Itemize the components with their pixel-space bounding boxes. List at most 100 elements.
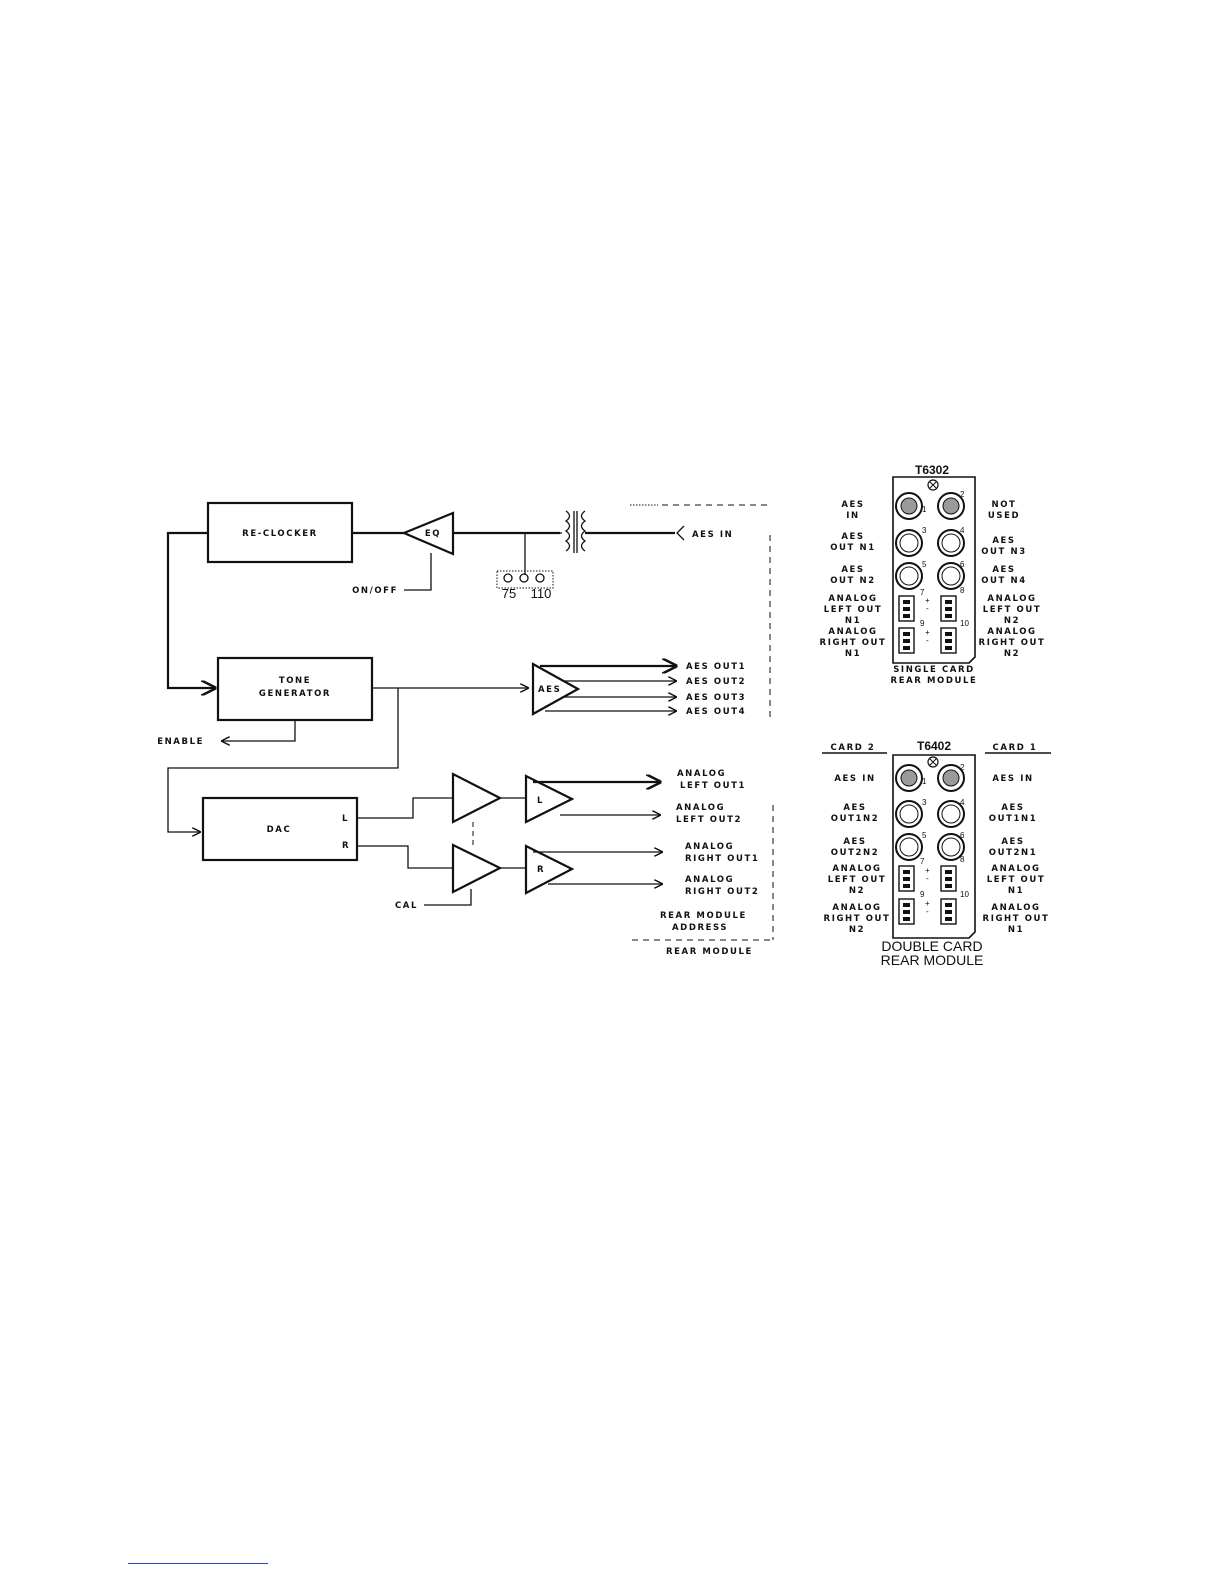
- aes-amplifier: AES: [531, 662, 581, 716]
- enable-wire: [222, 720, 296, 741]
- double-left-out1-b: OUT1N2: [831, 814, 879, 824]
- enable-label: ENABLE: [157, 737, 204, 747]
- double-caption-b: REAR MODULE: [881, 952, 984, 968]
- single-left-out1-a: AES: [841, 532, 864, 542]
- dac-l-label: L: [342, 814, 349, 824]
- double-card-model: T6402: [917, 739, 951, 753]
- on-off-wire: [404, 553, 432, 591]
- single-num-7: 7: [920, 588, 925, 597]
- single-left-out2-b: OUT N2: [830, 576, 876, 586]
- double-num-6: 6: [960, 831, 965, 840]
- double-num-1: 1: [922, 777, 927, 786]
- double-right-out2-b: OUT2N1: [989, 848, 1037, 858]
- single-num-2: 2: [960, 490, 965, 499]
- eq-amplifier: EQ: [401, 511, 455, 556]
- double-right-aleft-b: LEFT OUT: [987, 875, 1046, 885]
- on-off-label: ON/OFF: [352, 586, 398, 596]
- single-left-aleft-b: LEFT OUT: [824, 605, 883, 615]
- single-right-out4-a: AES: [992, 565, 1015, 575]
- double-right-aleft-c: N1: [1008, 886, 1024, 896]
- single-num-10: 10: [960, 619, 969, 628]
- pm-minus-4: -: [926, 907, 929, 916]
- double-right-out2-a: AES: [1001, 837, 1024, 847]
- aes-out1-label: AES OUT1: [686, 662, 746, 672]
- rear-module-label: REAR MODULE: [666, 947, 753, 957]
- analog-l1-label-a: ANALOG: [677, 769, 726, 779]
- reclocker-block: RE-CLOCKER: [206, 501, 354, 564]
- double-caption-a: DOUBLE CARD: [881, 938, 982, 954]
- tone-generator-block: TONE GENERATOR: [216, 656, 374, 722]
- double-left-aright-b: RIGHT OUT: [824, 914, 891, 924]
- aes-amp-label: AES: [538, 685, 561, 695]
- double-card1-label: CARD 1: [993, 743, 1038, 753]
- single-card-model: T6302: [915, 463, 949, 477]
- term-110-label: 110: [531, 586, 552, 601]
- dac-r-wire: [357, 845, 453, 869]
- double-right-out1-b: OUT1N1: [989, 814, 1037, 824]
- double-num-4: 4: [960, 798, 965, 807]
- analog-r2-label-b: RIGHT OUT2: [685, 887, 759, 897]
- single-left-aright-c: N1: [845, 649, 861, 659]
- single-card-panel: T6302 + - + - 1: [820, 463, 1046, 686]
- double-left-aleft-c: N2: [849, 886, 865, 896]
- double-left-aright-a: ANALOG: [832, 903, 881, 913]
- aes-out2-label: AES OUT2: [686, 677, 746, 687]
- double-right-aright-a: ANALOG: [991, 903, 1040, 913]
- double-num-5: 5: [922, 831, 927, 840]
- tone-dac-wire: [167, 688, 399, 832]
- aes-out3-label: AES OUT3: [686, 693, 746, 703]
- single-right-aright-b: RIGHT OUT: [979, 638, 1046, 648]
- termination-jumper: 75 110: [496, 533, 554, 601]
- aes-in-arrow: [676, 525, 685, 541]
- single-num-1: 1: [922, 505, 927, 514]
- term-75-label: 75: [502, 586, 516, 601]
- double-left-aleft-a: ANALOG: [832, 864, 881, 874]
- right-amp-label: R: [537, 865, 545, 875]
- single-num-4: 4: [960, 526, 965, 535]
- single-right-aleft-b: LEFT OUT: [983, 605, 1042, 615]
- left-amp-label: L: [537, 796, 544, 806]
- single-num-9: 9: [920, 619, 925, 628]
- double-left-aleft-b: LEFT OUT: [828, 875, 887, 885]
- double-num-3: 3: [922, 798, 927, 807]
- double-left-aesin: AES IN: [834, 774, 875, 784]
- analog-l2-label-a: ANALOG: [676, 803, 725, 813]
- reclocker-tone-wire: [166, 531, 215, 688]
- double-right-aleft-a: ANALOG: [991, 864, 1040, 874]
- cal-label: CAL: [395, 901, 418, 911]
- single-left-aesin-a: AES: [841, 500, 864, 510]
- single-num-8: 8: [960, 586, 965, 595]
- single-right-nu-b: USED: [988, 511, 1020, 521]
- double-card2-label: CARD 2: [831, 743, 876, 753]
- double-num-10: 10: [960, 890, 969, 899]
- pm-plus-2: +: [925, 628, 930, 637]
- footer-rule: [128, 1563, 268, 1564]
- left-output-amp: [524, 774, 575, 824]
- double-num-8: 8: [960, 855, 965, 864]
- single-left-aright-a: ANALOG: [828, 627, 877, 637]
- single-right-out3-b: OUT N3: [981, 547, 1027, 557]
- double-left-out2-b: OUT2N2: [831, 848, 879, 858]
- dac-l-wire: [357, 797, 453, 819]
- pm-minus-1: -: [926, 604, 929, 613]
- single-caption-a: SINGLE CARD: [893, 665, 975, 675]
- analog-r2-label-a: ANALOG: [685, 875, 734, 885]
- double-right-aesin: AES IN: [992, 774, 1033, 784]
- single-num-3: 3: [922, 526, 927, 535]
- reclocker-label: RE-CLOCKER: [242, 529, 318, 539]
- single-num-6: 6: [960, 560, 965, 569]
- double-num-2: 2: [960, 763, 965, 772]
- single-right-out3-a: AES: [992, 536, 1015, 546]
- double-right-out1-a: AES: [1001, 803, 1024, 813]
- dac-block: DAC L R: [201, 796, 359, 862]
- dac-label: DAC: [267, 825, 292, 835]
- double-right-aright-b: RIGHT OUT: [983, 914, 1050, 924]
- double-left-out2-a: AES: [843, 837, 866, 847]
- single-right-aright-a: ANALOG: [987, 627, 1036, 637]
- single-left-aesin-b: IN: [846, 511, 859, 521]
- tone-label-2: GENERATOR: [259, 689, 331, 699]
- single-right-aleft-c: N2: [1004, 616, 1020, 626]
- aes-in-label: AES IN: [692, 530, 733, 540]
- right-output-amp: [524, 844, 575, 895]
- double-card-panel: T6402 CARD 2 CARD 1 + - + -: [822, 739, 1051, 968]
